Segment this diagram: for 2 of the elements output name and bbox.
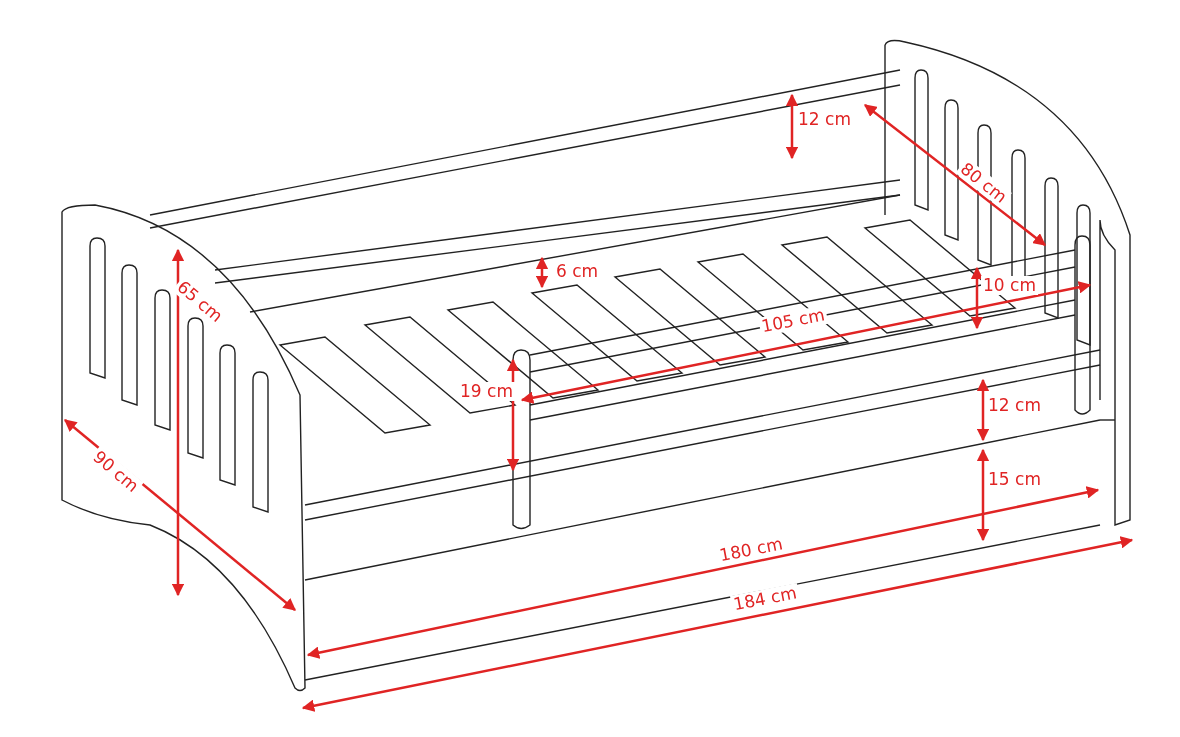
dimension-label: 10 cm xyxy=(981,276,1038,295)
dimension-label: 19 cm xyxy=(458,382,515,401)
